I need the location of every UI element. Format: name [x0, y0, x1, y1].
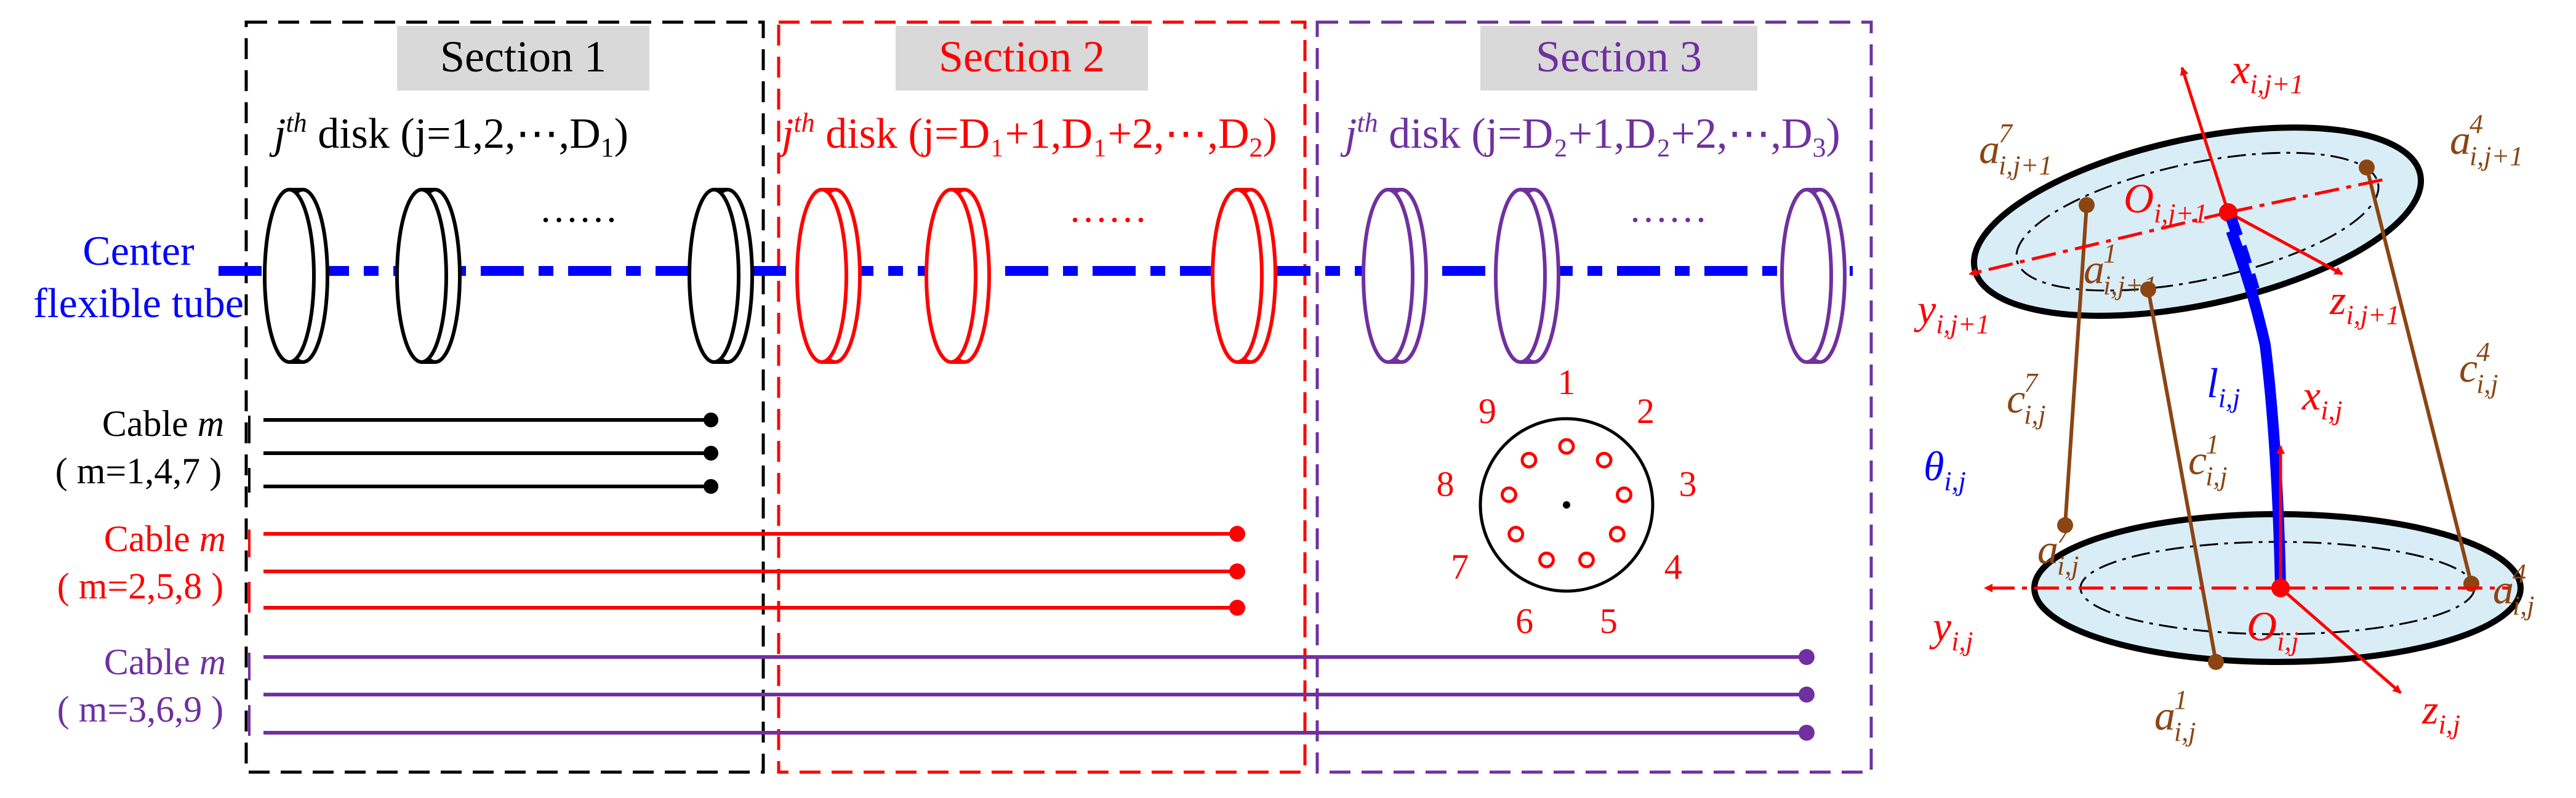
label-x-top: xi,j+1	[2231, 46, 2303, 99]
hole-number-8: 8	[1437, 464, 1455, 504]
hole-number-7: 7	[1451, 547, 1469, 587]
tube-label-line2: flexible tube	[33, 280, 244, 326]
hole-number-1: 1	[1558, 362, 1576, 402]
cable-hole-5	[1578, 551, 1595, 568]
bottom-origin	[2271, 579, 2290, 597]
top-origin	[2219, 203, 2237, 222]
section-2-disk-label: jth disk (j=D₁+1,D₁+2,⋯,D2)	[777, 108, 1277, 163]
tube-label-line1: Center	[82, 227, 195, 274]
hole-number-2: 2	[1637, 391, 1655, 431]
disk-s1-3	[688, 188, 754, 364]
cable-hole-2	[1595, 451, 1613, 469]
section-1-title-bg	[397, 26, 649, 91]
label-y-bot: yi,j	[1929, 603, 1973, 656]
cable-hole-1	[1558, 438, 1575, 455]
section-3-dots: ……	[1629, 187, 1707, 230]
disk-s1-1	[263, 188, 329, 364]
cable-hole-9	[1520, 451, 1538, 469]
label-O-top: Oi,j+1	[2124, 175, 2207, 228]
disk-s3-2	[1494, 188, 1560, 364]
backbone-curve-dashed	[2226, 216, 2260, 291]
section-2-dots: ……	[1069, 187, 1147, 230]
cable-group-1-label: Cable m	[102, 403, 224, 444]
cable-group-3	[248, 649, 1815, 741]
disk-s3-3	[1780, 188, 1847, 364]
label-z-top: zi,j+1	[2329, 276, 2400, 330]
section-3-box	[1315, 20, 1873, 774]
disk-s3-1	[1362, 188, 1428, 364]
hole-number-9: 9	[1479, 391, 1496, 431]
section-1-title: Section 1	[440, 32, 606, 81]
cable-group-1	[248, 413, 718, 494]
label-O-bot: Oi,j	[2247, 603, 2299, 656]
hole-number-5: 5	[1600, 601, 1618, 641]
cable-group-2-label: Cable m	[104, 518, 226, 559]
cable-group-2	[248, 526, 1245, 616]
cable-group-3-indices: ( m=3,6,9 )	[57, 689, 223, 730]
section-3-title: Section 3	[1536, 32, 1702, 81]
label-y-top: yi,j+1	[1914, 286, 1989, 339]
disk-s2-2	[925, 188, 991, 364]
cable-hole-4	[1608, 526, 1626, 542]
disk-s2-1	[795, 188, 862, 364]
hole-number-4: 4	[1664, 547, 1682, 587]
bottom-frame-axes	[1984, 445, 2511, 694]
hole-number-3: 3	[1679, 464, 1696, 504]
cable-hole-6	[1538, 551, 1555, 568]
hole-number-6: 6	[1515, 601, 1533, 641]
section-3-title-bg	[1480, 26, 1757, 91]
cable-group-1-indices: ( m=1,4,7 )	[55, 451, 222, 491]
section-1-box	[244, 20, 765, 774]
section-3-disk-label: jth disk (j=D₂+1,D₂+2,⋯,D3)	[1340, 108, 1840, 163]
cable-hole-3	[1616, 486, 1633, 504]
section-2-box	[777, 20, 1307, 774]
top-frame-axes	[1968, 66, 2389, 277]
section-1-disk-label: jth disk (j=1,2,⋯,D1)	[269, 108, 628, 163]
disk-s2-3	[1211, 188, 1277, 364]
schematic-cables	[2063, 167, 2473, 663]
top-disk-inner-circle	[2015, 151, 2380, 292]
section-2-title-bg	[896, 26, 1148, 91]
cable-group-3-label: Cable m	[104, 642, 226, 682]
cable-hole-7	[1507, 526, 1525, 542]
cable-hole-8	[1500, 486, 1517, 504]
label-l: li,j	[2207, 360, 2240, 413]
section-2-title: Section 2	[939, 32, 1105, 81]
disk-s1-2	[395, 188, 462, 364]
label-theta: θi,j	[1924, 443, 1966, 496]
cable-group-2-indices: ( m=2,5,8 )	[57, 566, 223, 607]
label-z-bot: zi,j	[2422, 686, 2460, 740]
disk-group	[263, 188, 1847, 364]
backbone-curve	[2226, 228, 2286, 589]
section-1-dots: ……	[539, 187, 618, 230]
label-x-bot: xi,j	[2301, 372, 2343, 425]
